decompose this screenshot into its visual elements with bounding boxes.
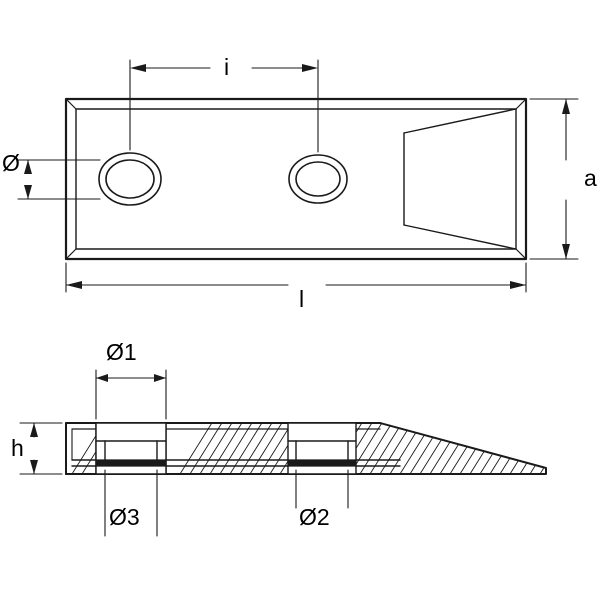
dimension-d2 (295, 469, 349, 509)
label-d2: Ø2 (299, 504, 330, 530)
side-view-bore-left (95, 422, 167, 475)
label-i: i (224, 54, 230, 80)
dimension-diameter (17, 159, 101, 200)
dimension-l (65, 262, 527, 293)
top-view-outline (64, 97, 528, 261)
label-l: l (299, 286, 305, 312)
label-d1: Ø1 (106, 339, 137, 365)
label-d3: Ø3 (109, 504, 140, 530)
top-view-hole-left (98, 152, 162, 206)
dimension-h (19, 422, 63, 475)
side-view-left-end (65, 422, 73, 475)
dimension-a (529, 98, 579, 260)
dimension-d1 (95, 369, 167, 420)
label-a: a (584, 165, 597, 191)
label-diameter: Ø (2, 150, 20, 176)
dimension-d3 (104, 469, 158, 537)
top-view-hole-right (288, 154, 348, 204)
label-h: h (11, 435, 24, 461)
side-view-bore-right (287, 422, 357, 475)
dimension-i (129, 59, 319, 153)
